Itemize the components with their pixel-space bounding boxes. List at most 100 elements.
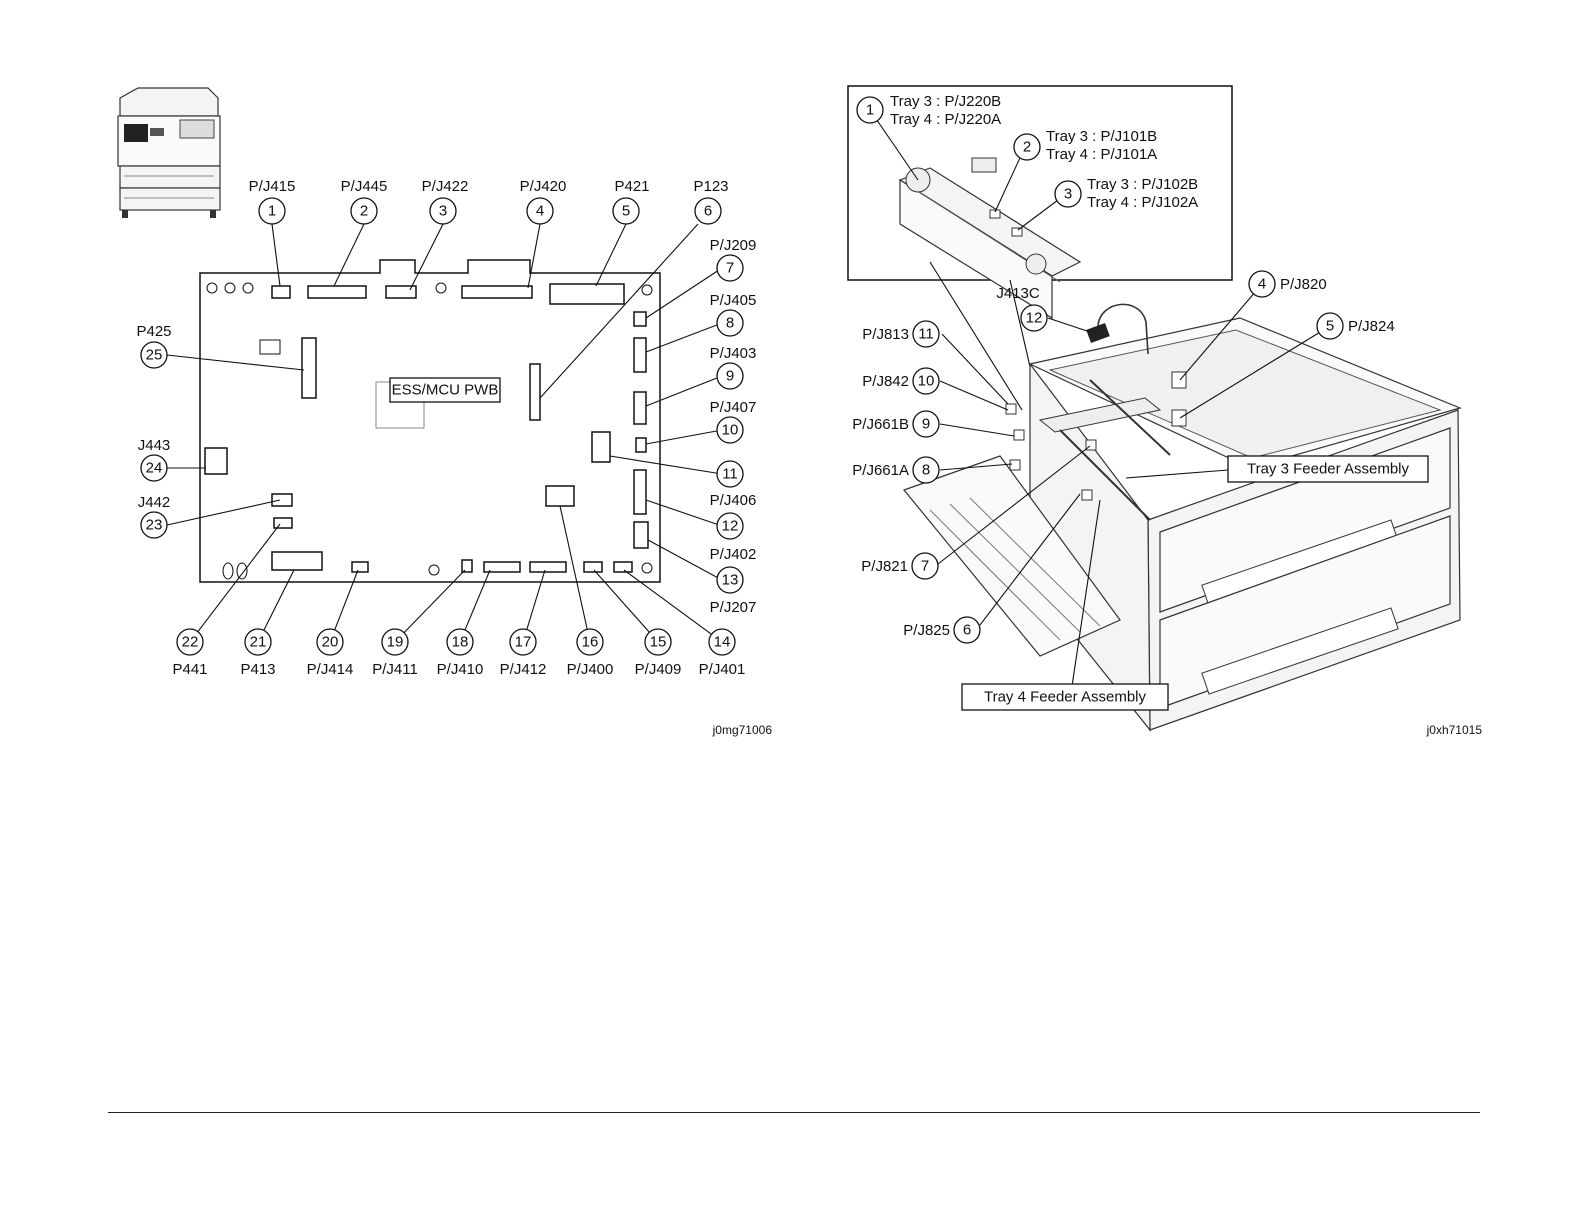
label-pj445: P/J445 bbox=[341, 178, 388, 195]
inset-label-2b: Tray 4 : P/J101A bbox=[1046, 146, 1157, 163]
label-pj661b: P/J661B bbox=[852, 416, 909, 433]
inset-callout-1: 1 bbox=[856, 96, 884, 124]
svg-text:20: 20 bbox=[322, 634, 339, 651]
svg-text:15: 15 bbox=[650, 634, 667, 651]
svg-text:9: 9 bbox=[922, 416, 930, 433]
tray3-feeder-label: Tray 3 Feeder Assembly bbox=[1247, 461, 1410, 478]
callout-r11: 11 bbox=[912, 320, 940, 348]
callout-16: 16 bbox=[576, 628, 604, 656]
callout-13: 13 bbox=[716, 566, 744, 594]
label-pj422: P/J422 bbox=[422, 178, 469, 195]
svg-text:11: 11 bbox=[722, 466, 738, 483]
ess-mcu-board bbox=[199, 259, 661, 583]
callout-17: 17 bbox=[509, 628, 537, 656]
callout-12: 12 bbox=[716, 512, 744, 540]
callout-7: 7 bbox=[716, 254, 744, 282]
inset-label-3a: Tray 3 : P/J102B bbox=[1087, 176, 1198, 193]
label-p413: P413 bbox=[240, 661, 275, 678]
label-j443: J443 bbox=[138, 437, 171, 454]
callout-9: 9 bbox=[716, 362, 744, 390]
svg-text:1: 1 bbox=[268, 203, 276, 220]
label-p441: P441 bbox=[172, 661, 207, 678]
svg-text:4: 4 bbox=[1258, 276, 1266, 293]
figure-id-left: j0mg71006 bbox=[712, 723, 773, 737]
callout-8: 8 bbox=[716, 309, 744, 337]
svg-text:4: 4 bbox=[536, 203, 544, 220]
inset-label-3b: Tray 4 : P/J102A bbox=[1087, 194, 1198, 211]
callout-25: 25 bbox=[140, 341, 168, 369]
label-pj403: P/J403 bbox=[710, 345, 757, 362]
callout-19: 19 bbox=[381, 628, 409, 656]
svg-text:12: 12 bbox=[1026, 310, 1043, 327]
svg-text:21: 21 bbox=[250, 634, 267, 651]
inset-feeder-drawing bbox=[898, 157, 1082, 320]
callout-r10: 10 bbox=[912, 367, 940, 395]
callout-r6: 6 bbox=[953, 616, 981, 644]
label-pj407: P/J407 bbox=[710, 399, 757, 416]
svg-text:9: 9 bbox=[726, 368, 734, 385]
svg-text:13: 13 bbox=[722, 572, 739, 589]
svg-text:19: 19 bbox=[387, 634, 404, 651]
callout-3: 3 bbox=[429, 197, 457, 225]
svg-text:7: 7 bbox=[921, 558, 929, 575]
svg-text:8: 8 bbox=[922, 462, 930, 479]
label-j442: J442 bbox=[138, 494, 171, 511]
callout-5: 5 bbox=[612, 197, 640, 225]
svg-text:5: 5 bbox=[1326, 318, 1334, 335]
inset-callout-3: 3 bbox=[1054, 180, 1082, 208]
callout-10: 10 bbox=[716, 416, 744, 444]
inset-label-1b: Tray 4 : P/J220A bbox=[890, 111, 1001, 128]
svg-text:10: 10 bbox=[722, 422, 739, 439]
callout-r5: 5 bbox=[1316, 312, 1344, 340]
right-figure: 1 2 3 Tray 3 : P/J220B Tray 4 : P/J220A … bbox=[847, 85, 1483, 737]
inset-label-1a: Tray 3 : P/J220B bbox=[890, 93, 1001, 110]
board-label: ESS/MCU PWB bbox=[392, 382, 499, 399]
callout-22: 22 bbox=[176, 628, 204, 656]
svg-text:5: 5 bbox=[622, 203, 630, 220]
callout-r12: 12 bbox=[1020, 304, 1048, 332]
label-pj420: P/J420 bbox=[520, 178, 567, 195]
svg-text:3: 3 bbox=[439, 203, 447, 220]
svg-text:2: 2 bbox=[360, 203, 368, 220]
svg-text:25: 25 bbox=[146, 347, 163, 364]
label-pj411: P/J411 bbox=[372, 661, 418, 678]
figure-id-right: j0xh71015 bbox=[1426, 723, 1483, 737]
label-pj415: P/J415 bbox=[249, 178, 296, 195]
svg-text:8: 8 bbox=[726, 315, 734, 332]
label-pj405: P/J405 bbox=[710, 292, 757, 309]
callout-2: 2 bbox=[350, 197, 378, 225]
callout-r7: 7 bbox=[911, 552, 939, 580]
svg-text:16: 16 bbox=[582, 634, 599, 651]
label-pj661a: P/J661A bbox=[852, 462, 909, 479]
svg-text:17: 17 bbox=[515, 634, 532, 651]
tray4-feeder-label: Tray 4 Feeder Assembly bbox=[984, 689, 1147, 706]
callout-1: 1 bbox=[258, 197, 286, 225]
label-pj401: P/J401 bbox=[699, 661, 746, 678]
svg-text:24: 24 bbox=[146, 460, 163, 477]
label-pj400: P/J400 bbox=[567, 661, 614, 678]
machine-thumbnail bbox=[117, 87, 221, 218]
label-j413c: J413C bbox=[996, 285, 1040, 302]
callout-20: 20 bbox=[316, 628, 344, 656]
label-p421: P421 bbox=[614, 178, 649, 195]
svg-text:6: 6 bbox=[963, 622, 971, 639]
footer-divider bbox=[108, 1112, 1480, 1113]
svg-text:18: 18 bbox=[452, 634, 469, 651]
label-pj410: P/J410 bbox=[437, 661, 484, 678]
callout-18: 18 bbox=[446, 628, 474, 656]
label-pj824: P/J824 bbox=[1348, 318, 1395, 335]
left-figure: ESS/MCU PWB bbox=[117, 87, 773, 737]
svg-text:11: 11 bbox=[918, 326, 934, 343]
callout-14: 14 bbox=[708, 628, 736, 656]
callout-21: 21 bbox=[244, 628, 272, 656]
svg-text:14: 14 bbox=[714, 634, 731, 651]
callout-4: 4 bbox=[526, 197, 554, 225]
callout-23: 23 bbox=[140, 511, 168, 539]
inset-label-2a: Tray 3 : P/J101B bbox=[1046, 128, 1157, 145]
label-pj414: P/J414 bbox=[307, 661, 354, 678]
label-pj820: P/J820 bbox=[1280, 276, 1327, 293]
svg-text:7: 7 bbox=[726, 260, 734, 277]
svg-text:22: 22 bbox=[182, 634, 199, 651]
svg-text:1: 1 bbox=[866, 102, 874, 119]
